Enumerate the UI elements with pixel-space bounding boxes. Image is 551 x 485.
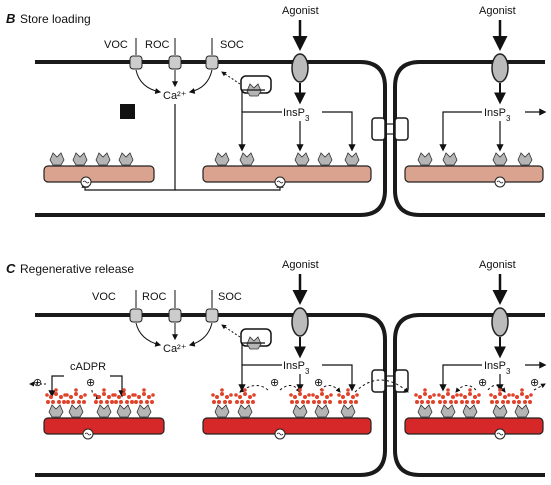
panel-b-title: Store loading	[20, 12, 91, 26]
panel-c-er-right	[404, 417, 544, 435]
panel-b-soc-label: SOC	[220, 39, 244, 51]
panel-c-left-cell-membrane	[35, 313, 387, 477]
panel-c-roc-label: ROC	[142, 291, 167, 303]
panel-c-er-receptors-releasing	[45, 388, 533, 418]
panel-b-left-cell-membrane	[35, 60, 387, 217]
panel-c-er-left	[43, 417, 165, 435]
panel-b-right-cell-membrane	[393, 60, 545, 217]
panel-c-soc-channel	[205, 308, 219, 323]
panel-c-letter: C	[6, 261, 16, 276]
panel-c-plus-3: ⊕	[270, 377, 279, 389]
panel-b-agonist-receptor-right	[491, 53, 509, 83]
panel-c-cadpr-label: cADPR	[70, 361, 106, 373]
panel-c-ip3-right: InsP3	[484, 360, 511, 376]
panel-b-roc-label: ROC	[145, 39, 170, 51]
panel-b-black-square	[120, 104, 135, 119]
panel-c-voc-channel	[129, 308, 143, 323]
panel-c-plus-6: ⊕	[530, 377, 539, 389]
panel-c-title: Regenerative release	[20, 262, 134, 276]
panel-b-calcium-label: Ca²⁺	[163, 90, 187, 102]
panel-c-plus-4: ⊕	[314, 377, 323, 389]
panel-c-er-middle	[202, 417, 372, 435]
panel-c-soc-label: SOC	[218, 291, 242, 303]
panel-b-er-left	[43, 165, 155, 183]
panel-b-er-receptors	[49, 152, 533, 166]
panel-c-voc-label: VOC	[92, 291, 116, 303]
panel-b-agonist-left: Agonist	[282, 5, 319, 17]
panel-b-soc-channel	[205, 55, 219, 70]
panel-b-er-middle	[202, 165, 372, 183]
panel-c-agonist-receptor-right	[491, 307, 509, 337]
panel-b-roc-channel	[168, 55, 182, 70]
panel-b-letter: B	[6, 11, 15, 26]
panel-b: B Store loading VOC ROC SOC Ca²⁺	[6, 5, 547, 217]
panel-b-agonist-right: Agonist	[479, 5, 516, 17]
panel-c-agonist-right: Agonist	[479, 259, 516, 271]
panel-b-ip3-left: InsP3	[283, 107, 310, 123]
panel-b-voc-label: VOC	[104, 39, 128, 51]
panel-c-plus-5: ⊕	[478, 377, 487, 389]
panel-c-agonist-receptor-left	[291, 307, 309, 337]
panel-b-ip3-right: InsP3	[484, 107, 511, 123]
panel-c-gap-junction	[371, 369, 409, 393]
panel-c-calcium-label: Ca²⁺	[163, 343, 187, 355]
panel-c-agonist-left: Agonist	[282, 259, 319, 271]
panel-c: C Regenerative release VOC ROC SOC Ca²⁺ …	[6, 259, 547, 477]
panel-c-ip3-left: InsP3	[283, 360, 310, 376]
panel-c-plus-1: ⊕	[33, 377, 42, 389]
panel-b-voc-channel	[129, 55, 143, 70]
panel-c-right-cell-membrane	[393, 313, 545, 477]
panel-b-gap-junction	[371, 117, 409, 141]
panel-b-agonist-receptor-left	[291, 53, 309, 83]
panel-b-er-right	[404, 165, 544, 183]
panel-c-plus-2: ⊕	[86, 377, 95, 389]
panel-c-roc-channel	[168, 308, 182, 323]
